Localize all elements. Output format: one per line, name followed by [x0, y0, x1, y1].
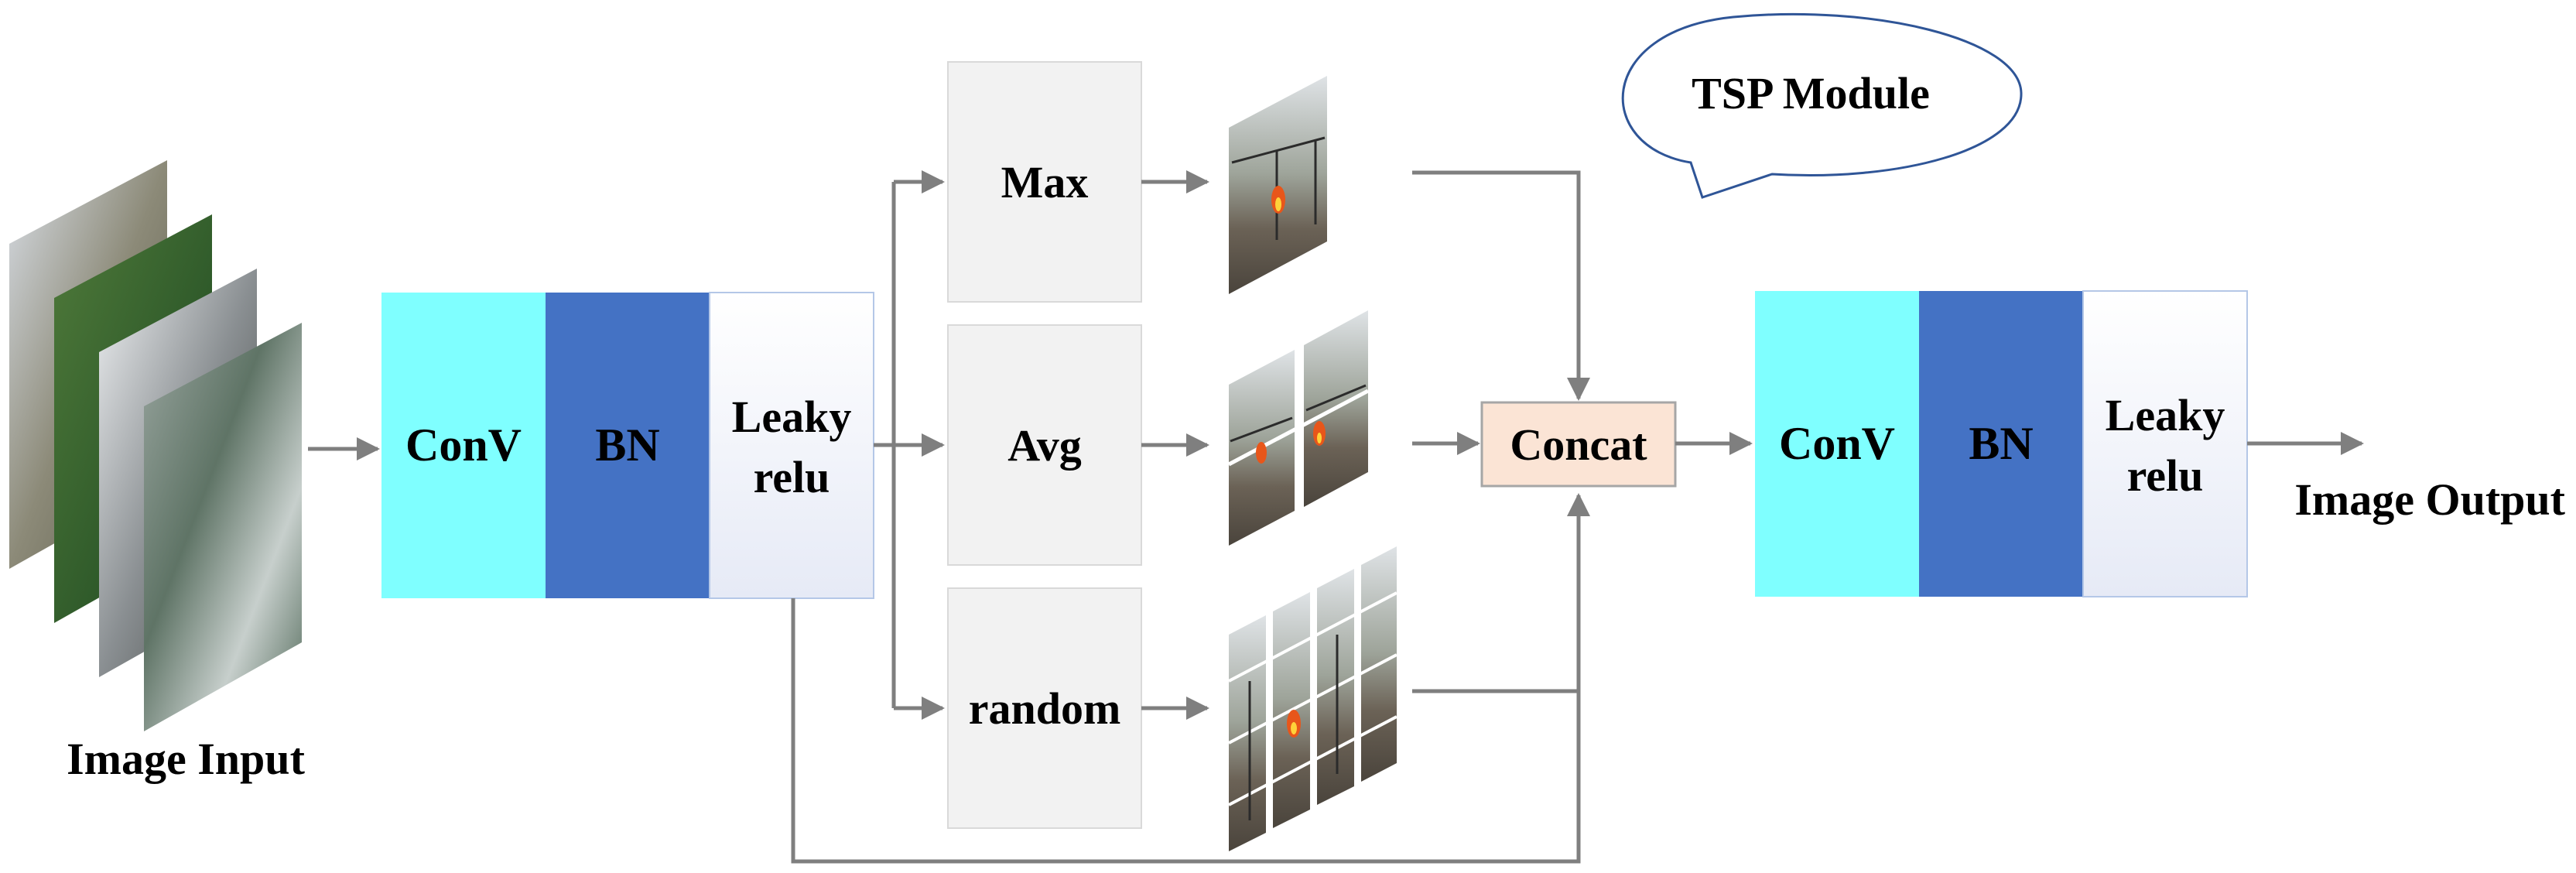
leaky-label-1a: Leaky: [732, 392, 852, 442]
random-pool-box: [947, 587, 1142, 829]
random-label: random: [969, 683, 1121, 734]
leaky-label-2a: Leaky: [2106, 390, 2225, 440]
tsp-module-bubble: TSP Module: [1621, 12, 2023, 199]
bn-label-2: BN: [1969, 418, 2033, 469]
leaky-label-1b: relu: [754, 452, 830, 502]
concat-connectors: [1412, 170, 1590, 693]
input-image-4: [144, 323, 302, 731]
input-image-stack: [9, 160, 302, 731]
max-pooled-image: [1229, 76, 1327, 294]
conv-layer-1: [381, 293, 546, 598]
conv-layer-2: [1755, 291, 1919, 597]
bn-label-1: BN: [595, 419, 659, 471]
image-input-label: Image Input: [67, 734, 305, 784]
avg-label: Avg: [1007, 420, 1082, 471]
bn-layer-1: [546, 293, 710, 598]
branch-connectors: [791, 170, 1590, 864]
image-output-label: Image Output: [2294, 474, 2565, 525]
leaky-relu-layer-1: [709, 292, 874, 599]
bn-layer-2: [1919, 291, 2083, 597]
avg-pooled-image: [1227, 310, 1370, 546]
conv-label-1: ConV: [405, 419, 522, 471]
concat-label: Concat: [1510, 419, 1647, 470]
pool-output-arrows: [1141, 170, 1209, 720]
leaky-label-2b: relu: [2127, 450, 2204, 501]
concat-node: Concat: [1480, 401, 1677, 488]
pooling-branches: Max Avg random: [947, 61, 1142, 829]
tsp-module-title: TSP Module: [1692, 68, 1930, 118]
conv-label-2: ConV: [1779, 418, 1895, 469]
max-to-concat: [1412, 170, 1590, 401]
leaky-relu-layer-2: [2082, 290, 2248, 597]
conv-block-1: ConV BN Leaky relu: [381, 292, 874, 599]
skip-connection: [791, 493, 1590, 864]
avg-pool-box: [947, 324, 1142, 566]
max-label: Max: [1001, 157, 1089, 207]
conv-block-2: ConV BN Leaky relu: [1755, 290, 2248, 597]
max-pool-box: [947, 61, 1142, 303]
random-pooled-image: [1228, 546, 1397, 851]
